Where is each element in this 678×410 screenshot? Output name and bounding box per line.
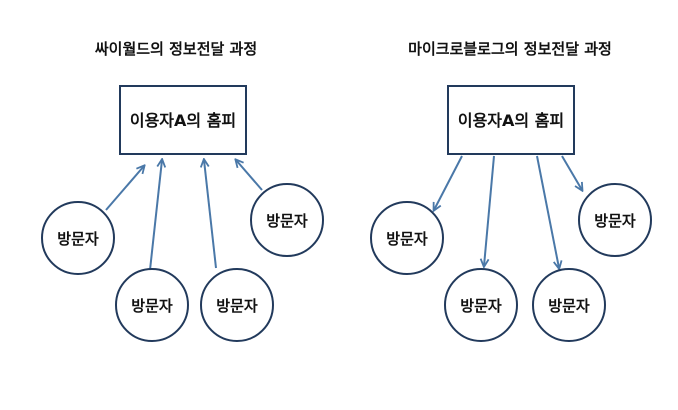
- left-diagram-title: 싸이월드의 정보전달 과정: [95, 40, 257, 58]
- left-visitor-2: 방문자: [115, 268, 189, 342]
- right-diagram-title: 마이크로블로그의 정보전달 과정: [408, 40, 612, 58]
- visitor-label: 방문자: [216, 297, 258, 315]
- left-arrow-3: [204, 160, 217, 269]
- left-visitor-3: 방문자: [200, 268, 274, 342]
- visitor-label: 방문자: [131, 297, 173, 315]
- visitor-circle: [532, 268, 606, 342]
- left-homepage-box: [119, 85, 247, 155]
- visitor-circle: [370, 201, 444, 275]
- right-visitor-3: 방문자: [532, 268, 606, 342]
- visitor-label: 방문자: [57, 230, 99, 248]
- left-visitor-1: 방문자: [41, 201, 115, 275]
- right-arrow-2: [484, 155, 495, 266]
- visitor-circle: [41, 201, 115, 275]
- visitor-circle: [578, 183, 652, 257]
- left-arrow-4: [236, 160, 263, 191]
- left-diagram: 싸이월드의 정보전달 과정 이용자A의 홈피 방문자 방문자 방문자: [41, 40, 324, 342]
- left-visitor-4: 방문자: [250, 183, 324, 257]
- right-arrow-4: [561, 155, 582, 190]
- visitor-circle: [200, 268, 274, 342]
- visitor-circle: [115, 268, 189, 342]
- visitor-label: 방문자: [548, 297, 590, 315]
- visitor-label: 방문자: [386, 230, 428, 248]
- right-homepage-label: 이용자A의 홈피: [458, 111, 564, 130]
- visitor-label: 방문자: [460, 297, 502, 315]
- left-arrows: [105, 160, 263, 271]
- right-diagram: 마이크로블로그의 정보전달 과정 이용자A의 홈피 방문자 방문자 방문자: [370, 40, 652, 342]
- right-visitor-1: 방문자: [370, 201, 444, 275]
- right-visitor-2: 방문자: [444, 268, 518, 342]
- right-visitor-4: 방문자: [578, 183, 652, 257]
- right-arrows: [434, 155, 582, 268]
- right-arrow-3: [536, 155, 559, 268]
- visitor-label: 방문자: [266, 212, 308, 230]
- left-homepage-label: 이용자A의 홈피: [130, 111, 236, 130]
- visitor-circle: [444, 268, 518, 342]
- visitor-circle: [250, 183, 324, 257]
- left-arrow-2: [149, 160, 162, 271]
- right-arrow-1: [434, 155, 463, 210]
- visitor-label: 방문자: [594, 212, 636, 230]
- left-arrow-1: [105, 166, 144, 211]
- right-homepage-box: [447, 85, 575, 155]
